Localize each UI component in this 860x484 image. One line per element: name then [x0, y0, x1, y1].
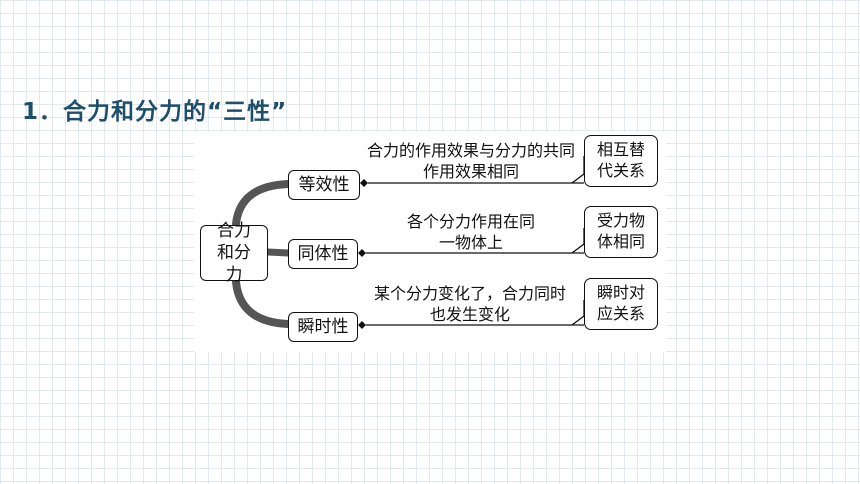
- property-label: 等效性: [298, 175, 350, 195]
- property-label: 瞬时性: [297, 317, 349, 337]
- center-node-label: 合力和分力: [217, 221, 251, 285]
- arm-middle: [264, 248, 292, 257]
- arm-upper: [232, 180, 292, 228]
- property-box-instantaneous: 瞬时性: [288, 312, 358, 342]
- diamond-1: [360, 179, 368, 187]
- arm-lower: [232, 278, 292, 328]
- description-equivalence: 合力的作用效果与分力的共同作用效果相同: [366, 141, 575, 181]
- tag-substitution: 相互替代关系: [584, 135, 658, 187]
- center-node: 合力和分力: [200, 221, 268, 285]
- property-box-same-body: 同体性: [288, 239, 358, 269]
- diamond-3: [358, 321, 366, 329]
- bracket-3: [571, 300, 585, 326]
- tag-instant-correspondence: 瞬时对应关系: [584, 278, 658, 330]
- description-same-body: 各个分力作用在同一物体上: [406, 212, 535, 252]
- description-instantaneous: 某个分力变化了，合力同时也发生变化: [373, 284, 566, 324]
- bracket-2: [571, 228, 585, 254]
- diamond-2: [358, 249, 366, 257]
- tag-same-body: 受力物体相同: [584, 206, 658, 258]
- concept-map: 合力和分力 等效性 同体性 瞬时性 合力的作用效果与分力的共同作用效果相同 各个…: [194, 132, 666, 352]
- property-box-equivalence: 等效性: [288, 170, 360, 200]
- property-label: 同体性: [297, 244, 349, 264]
- slide-title: 1．合力和分力的“三性”: [22, 99, 288, 125]
